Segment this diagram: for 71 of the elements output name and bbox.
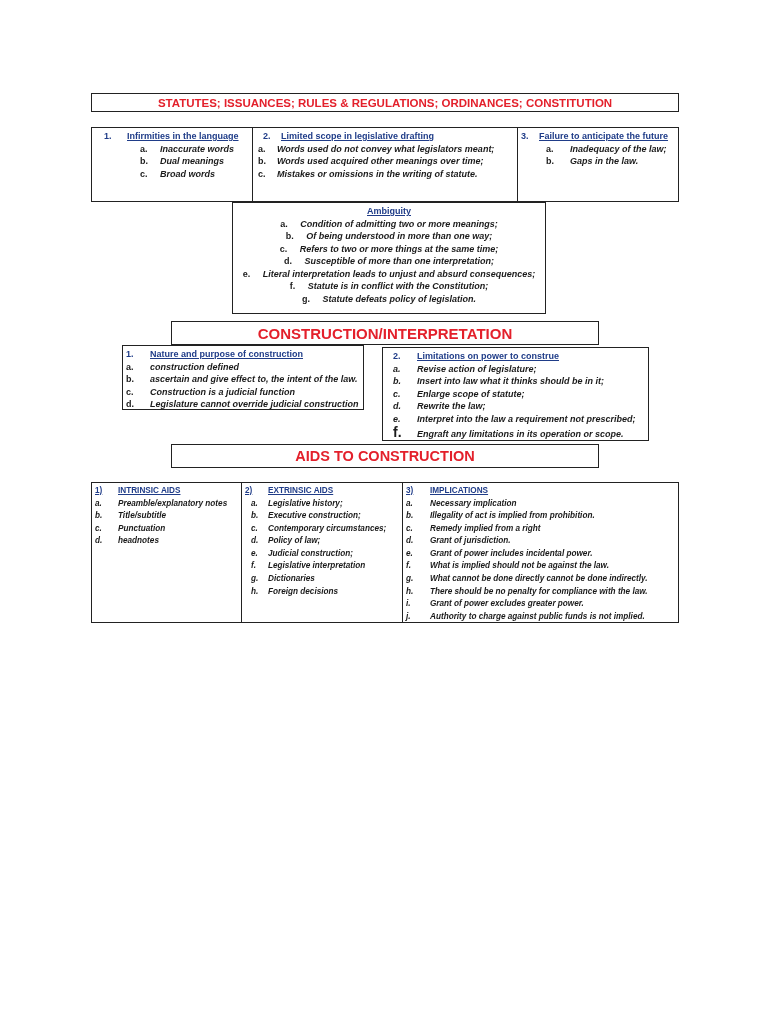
list-item: g. What cannot be done directly cannot be done indirectly. (406, 573, 648, 586)
list-item: c. Refers to two or more things at the same time; (279, 242, 499, 256)
list-item: a. Necessary implication (406, 497, 517, 510)
list-item: a. construction defined (126, 360, 239, 374)
list-item: c. Remedy implied from a right (406, 522, 541, 535)
list-panel (122, 345, 364, 410)
list-item: c. Broad words (140, 167, 215, 181)
list-item: f. Engraft any limitations in its operation or scope. (393, 426, 624, 442)
list-heading: 3. Failure to anticipate the future (521, 130, 668, 143)
list-item: h. There should be no penalty for compliance with the law. (406, 585, 648, 598)
list-item: a. Inaccurate words (140, 142, 235, 156)
table-cell (402, 482, 679, 623)
list-heading: 1. Infirmities in the language (104, 130, 239, 143)
heading-banner (171, 321, 599, 345)
list-item: b. Illegality of act is implied from prohibition. (406, 510, 595, 523)
list-item: d. Susceptible of more than one interpretation; (284, 255, 494, 268)
list-heading: 3) IMPLICATIONS (406, 485, 489, 497)
list-item: d. Rewrite the law; (393, 400, 486, 413)
list-item: a. Inadequacy of the law; (546, 142, 667, 156)
list-item: b. Gaps in the law. (546, 155, 639, 168)
list-item: d. headnotes (95, 535, 159, 548)
table-cell (241, 482, 403, 623)
list-item: b. ascertain and give effect to, the intent of the law. (126, 373, 358, 386)
list-item: b. Title/subtitle (95, 510, 167, 523)
list-item: g. Dictionaries (251, 573, 315, 586)
list-item: b. Insert into law what it thinks should be in it; (393, 375, 604, 388)
table-cell (252, 127, 518, 202)
list-item: e. Interpret into the law a requirement not prescribed; (393, 412, 636, 426)
list-heading: Ambiguity (367, 205, 411, 218)
list-item: g. Statute defeats policy of legislation. (302, 293, 476, 306)
list-item: c. Punctuation (95, 522, 166, 535)
banner-title: CONSTRUCTION/INTERPRETATION (257, 324, 513, 342)
banner-title: AIDS TO CONSTRUCTION (295, 448, 475, 464)
list-panel (382, 347, 649, 441)
list-item: b. Dual meanings (140, 155, 224, 168)
list-item: b. Words used acquired other meanings over time; (258, 155, 484, 168)
list-item: j. Authority to charge against public funds is not implied. (406, 610, 645, 623)
list-item: c. Mistakes or omissions in the writing of statute. (258, 167, 478, 181)
list-item: c. Contemporary circumstances; (251, 522, 387, 535)
list-item: e. Literal interpretation leads to unjust and absurd consequences; (242, 267, 536, 281)
list-heading: 2) EXTRINSIC AIDS (245, 485, 334, 497)
list-item: f. What is implied should not be against the law. (406, 560, 609, 573)
heading-banner (91, 93, 679, 112)
list-item: a. Condition of admitting two or more meanings; (280, 217, 498, 231)
heading-banner (171, 444, 599, 468)
table-cell (517, 127, 679, 202)
list-item: c. Enlarge scope of statute; (393, 387, 525, 401)
list-panel (232, 202, 546, 314)
list-item: c. Construction is a judicial function (126, 385, 295, 399)
list-item: d. Legislature cannot override judicial construction (126, 398, 359, 411)
list-item: a. Words used do not convey what legislators meant; (258, 142, 495, 156)
list-item: a. Revise action of legislature; (393, 362, 537, 376)
list-item: e. Grant of power includes incidental power. (406, 547, 593, 560)
list-item: i. Grant of power excludes greater power. (406, 598, 584, 611)
list-item: a. Legislative history; (251, 497, 343, 510)
list-item: d. Grant of jurisdiction. (406, 535, 511, 548)
list-item: f. Legislative interpretation (251, 560, 366, 573)
list-item: b. Executive construction; (251, 510, 361, 523)
list-item: f. Statute is in conflict with the Constitution; (289, 280, 489, 294)
list-item: a. Preamble/explanatory notes (95, 497, 228, 510)
table-cell (91, 127, 253, 202)
list-item: h. Foreign decisions (251, 585, 339, 598)
list-heading: 1. Nature and purpose of construction (126, 348, 303, 361)
list-item: e. Judicial construction; (251, 547, 354, 560)
list-heading: 1) INTRINSIC AIDS (95, 485, 181, 497)
banner-title: STATUTES; ISSUANCES; RULES & REGULATIONS; ORDINANCES; CONSTITUTION (157, 96, 613, 109)
list-heading: 2. Limitations on power to construe (393, 350, 559, 363)
list-item: d. Policy of law; (251, 535, 321, 548)
table-cell (91, 482, 242, 623)
list-heading: 2. Limited scope in legislative drafting (263, 130, 435, 143)
list-item: b. Of being understood in more than one way; (285, 230, 493, 243)
